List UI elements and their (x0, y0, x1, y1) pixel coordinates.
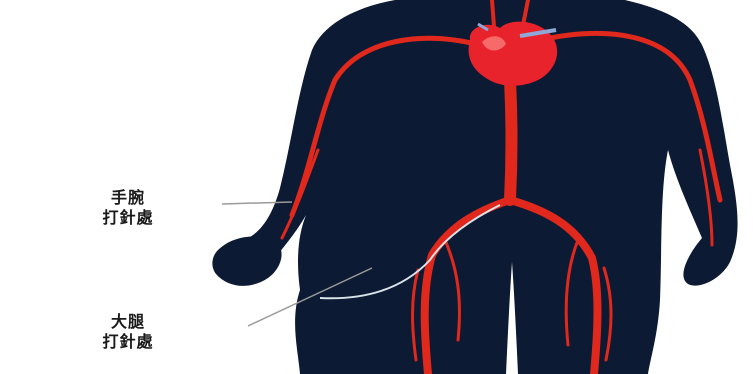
callout-thigh-line2: 打針處 (78, 332, 178, 352)
callout-thigh: 大腿 打針處 (78, 312, 178, 352)
callout-wrist-line2: 打針處 (78, 208, 178, 228)
hand-left-shape (212, 236, 281, 285)
callout-wrist-line1: 手腕 (78, 188, 178, 208)
aorta (510, 80, 512, 200)
callout-wrist: 手腕 打針處 (78, 188, 178, 228)
callout-thigh-line1: 大腿 (78, 312, 178, 332)
